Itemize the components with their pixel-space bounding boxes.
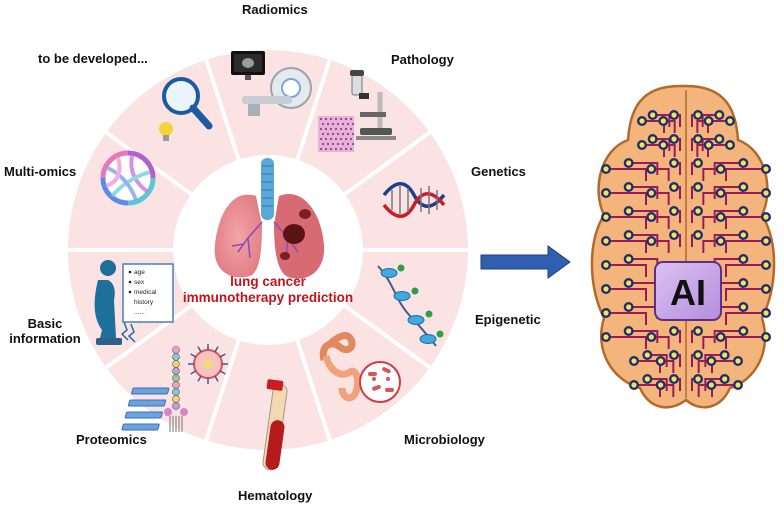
basic-info-list: age sex medical history...... — [128, 269, 157, 316]
peptide-chain — [164, 346, 188, 432]
ct-scanner-icon — [231, 51, 312, 116]
label-hematology: Hematology — [238, 488, 313, 503]
blood-tube-icon — [121, 379, 288, 471]
intestine-bacteria-icon — [319, 332, 401, 403]
basic-info-item: sex — [134, 279, 145, 286]
label-microbiology: Microbiology — [404, 432, 485, 447]
right-arrow-icon — [480, 245, 571, 279]
patient-scale-icon: age sex medical history...... — [94, 260, 174, 345]
ring-divider — [343, 304, 432, 370]
label-basic-information: Basic information — [9, 316, 81, 346]
basic-info-item: medical — [134, 289, 157, 296]
label-to-be-developed: to be developed... — [38, 51, 148, 66]
protein-virus-icon — [164, 344, 228, 432]
brain-outline — [590, 84, 776, 409]
center-title-line2: immunotherapy prediction — [183, 290, 353, 305]
center-disc — [173, 155, 363, 345]
ai-brain-chip-icon: AI — [590, 84, 776, 409]
ai-chip — [654, 261, 722, 321]
lungs-icon — [214, 158, 325, 279]
dna-helix-icon — [382, 182, 446, 218]
basic-info-card — [122, 263, 174, 323]
ring-divider — [295, 339, 333, 442]
tissue-slide-icon — [319, 117, 355, 151]
ai-label: AI — [670, 272, 706, 313]
magnifier-bulb-icon — [159, 77, 213, 141]
basic-info-item: ...... — [134, 309, 145, 316]
label-pathology: Pathology — [391, 52, 454, 67]
basic-info-item: age — [134, 269, 145, 276]
circuit-nodes — [601, 110, 771, 390]
ring-divider — [203, 339, 241, 442]
label-epigenetic: Epigenetic — [475, 312, 541, 327]
ring-divider — [295, 58, 333, 161]
wheel-ring — [67, 50, 469, 450]
methylated-dna-icon — [377, 264, 444, 347]
chord-diagram-icon — [100, 150, 156, 206]
ring-divider — [104, 304, 193, 370]
basic-info-item: history — [134, 299, 154, 306]
label-multi-omics: Multi-omics — [4, 164, 77, 179]
ring-divider — [343, 130, 432, 196]
microscope-icon — [318, 70, 396, 152]
label-proteomics: Proteomics — [76, 432, 147, 447]
label-radiomics: Radiomics — [242, 2, 308, 17]
ring-divider — [203, 58, 241, 161]
center-title-line1: lung cancer — [230, 274, 307, 289]
label-genetics: Genetics — [471, 164, 526, 179]
